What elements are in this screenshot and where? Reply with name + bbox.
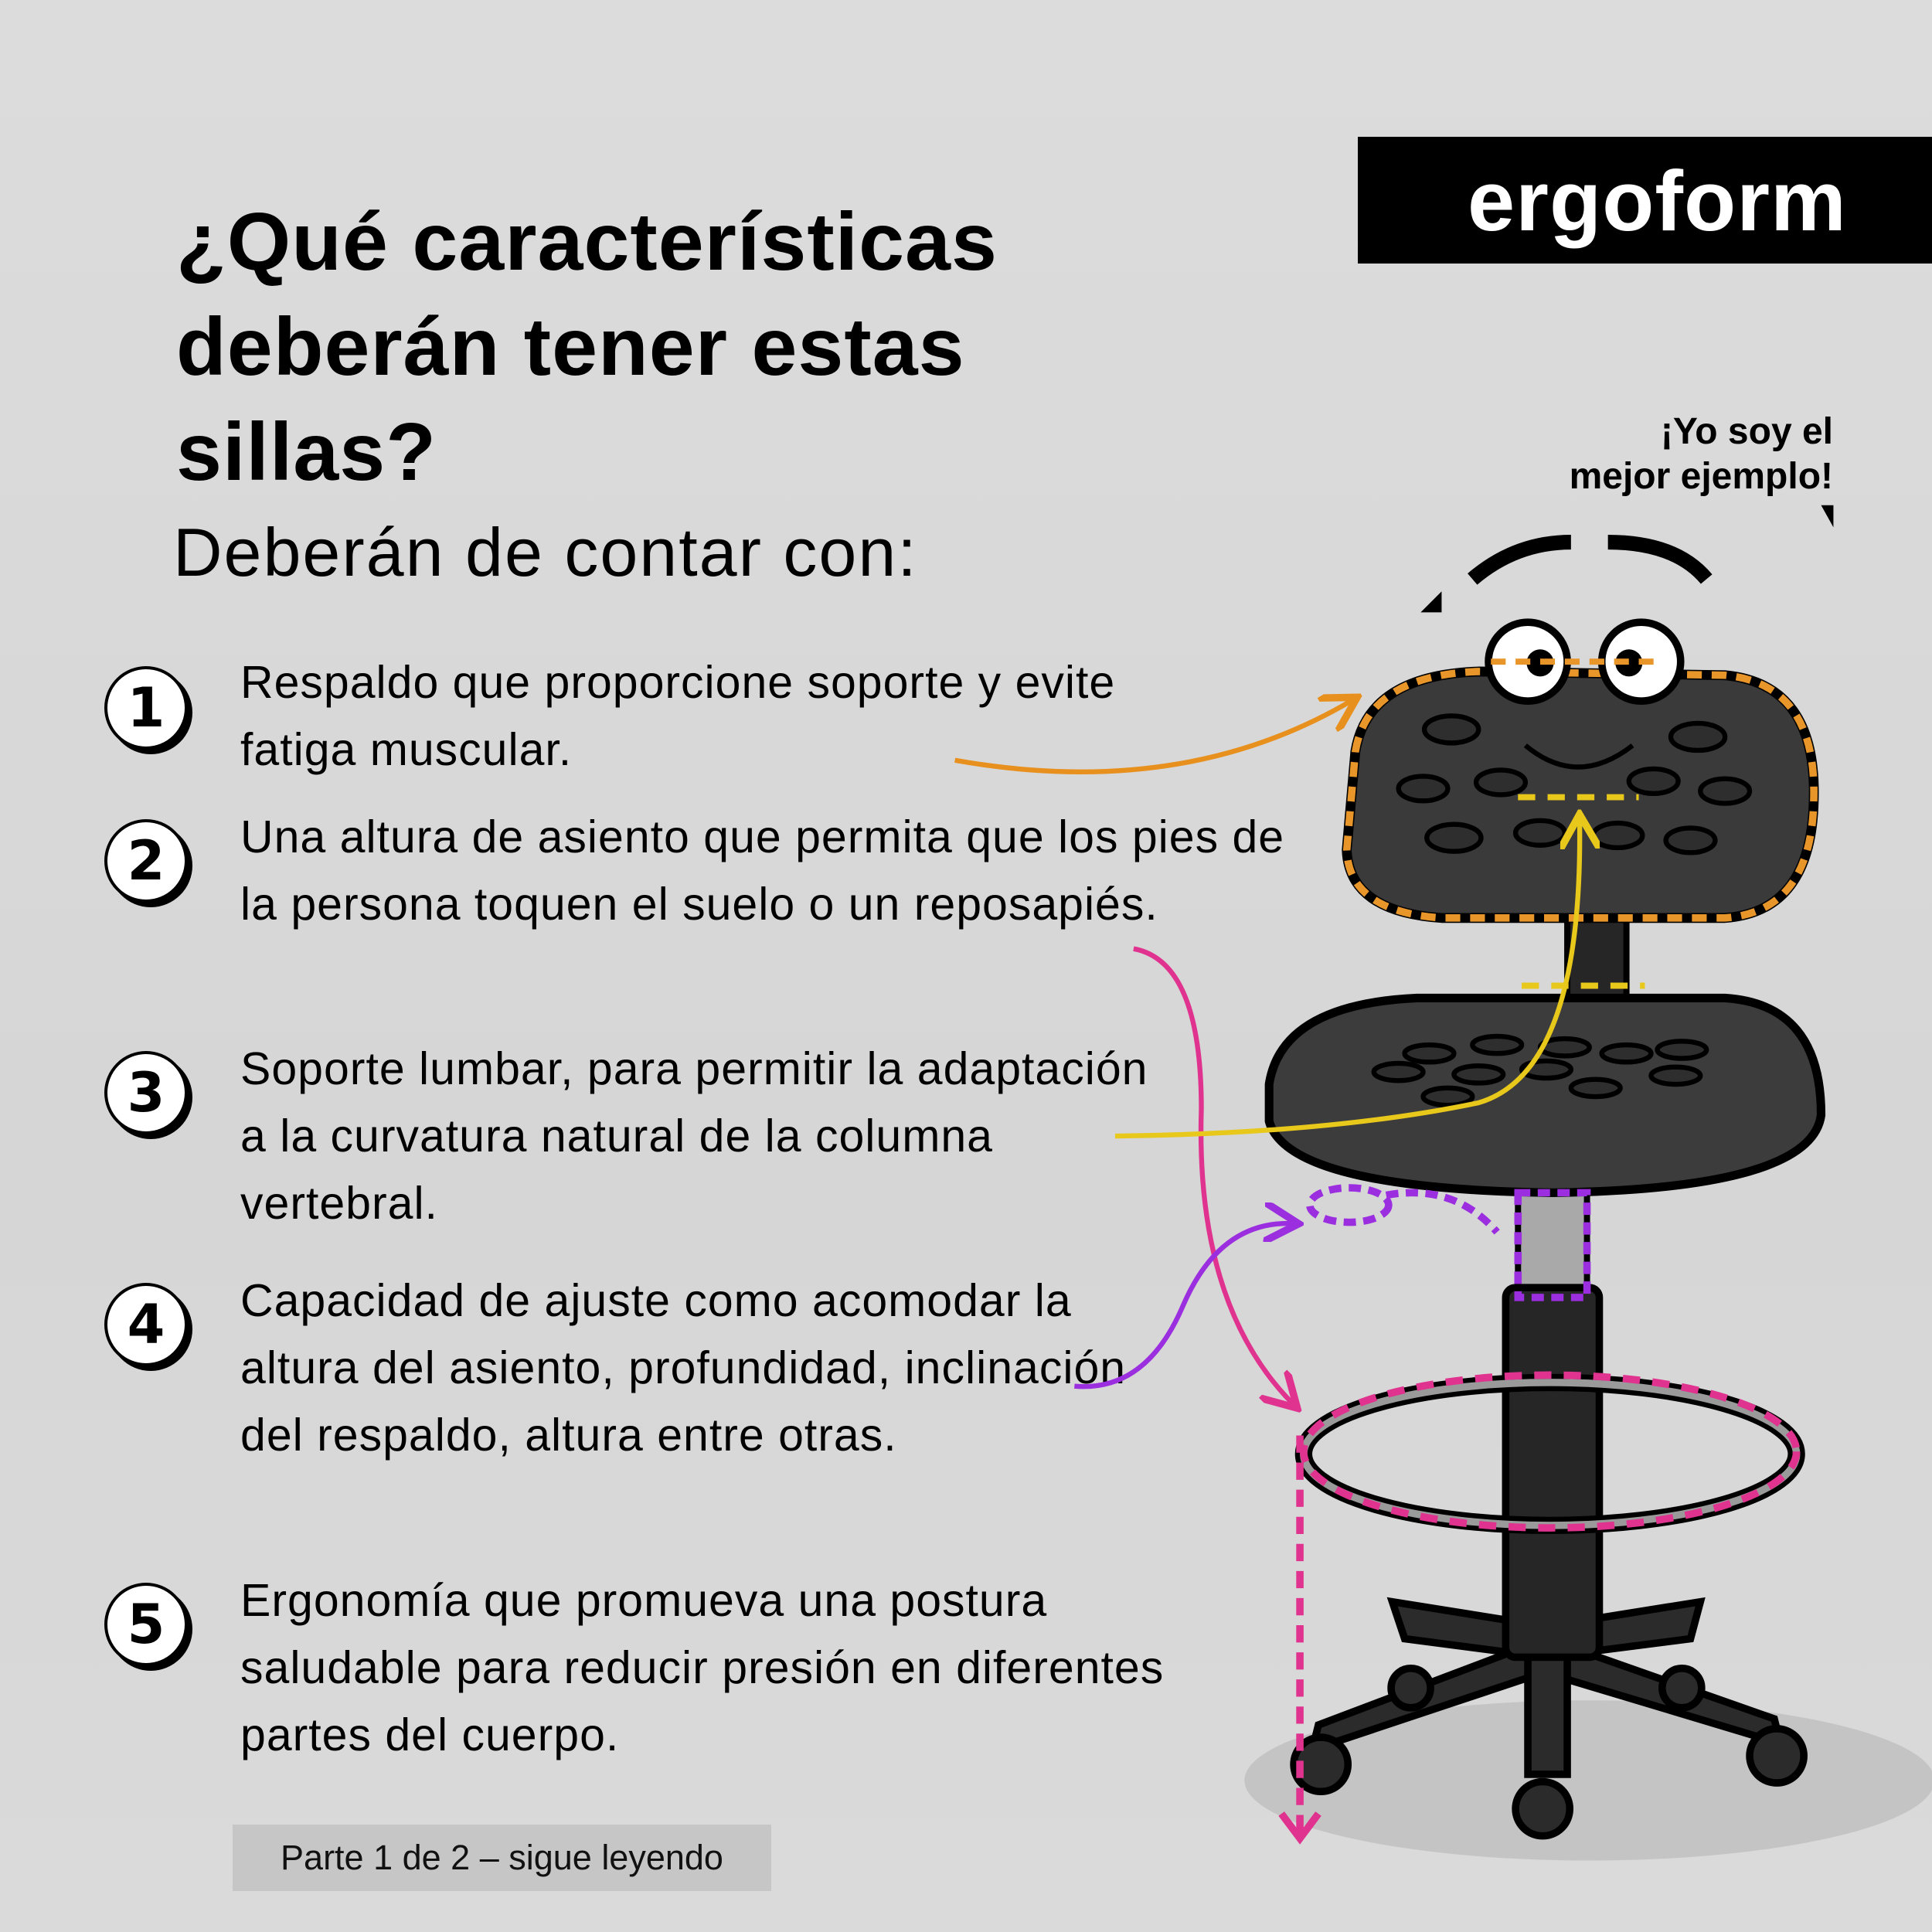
number-badge: 5: [104, 1583, 188, 1666]
footer-badge: Parte 1 de 2 – sigue leyendo: [233, 1825, 771, 1891]
chair-seat: [1264, 993, 1826, 1197]
logo-text: ergoform: [1468, 154, 1847, 249]
number-badge: 2: [104, 819, 188, 903]
arrow-seat-height: [1133, 946, 1294, 1405]
arrow-backrest: [954, 700, 1353, 775]
speech-tail-icon: [1420, 591, 1442, 613]
number-badge: 3: [104, 1051, 188, 1134]
number-badge: 1: [104, 666, 188, 750]
subtitle: Deberán de contar con:: [173, 514, 918, 590]
item-text: Respaldo que proporcione soporte y evite…: [240, 657, 1116, 775]
speech-bubble: ¡Yo soy el mejor ejemplo!: [1570, 410, 1833, 499]
speech-tail-icon: [1821, 505, 1834, 528]
brand-logo: ergoform: [1358, 137, 1932, 264]
page-title: ¿Qué características deberán tener estas…: [176, 196, 998, 498]
arrow-lumbar: [1114, 819, 1580, 1139]
arrow-adjust: [1074, 1223, 1294, 1389]
speech-line-2: mejor ejemplo!: [1569, 456, 1833, 497]
height-lever: [1306, 1184, 1393, 1226]
speech-line-1: ¡Yo soy el: [1660, 411, 1833, 452]
item-text: Ergonomía que promueva una postura salud…: [240, 1575, 1165, 1760]
number-badge: 4: [104, 1283, 188, 1366]
chair-column: [1502, 1284, 1604, 1662]
gas-cylinder: [1515, 1185, 1590, 1304]
item-text: Soporte lumbar, para permitir la adaptac…: [240, 1043, 1148, 1229]
eyes: [1468, 534, 1713, 705]
item-text: Una altura de asiento que permita que lo…: [240, 811, 1285, 930]
item-text: Capacidad de ajuste como acomodar la alt…: [240, 1275, 1127, 1461]
smile: [1523, 743, 1634, 770]
